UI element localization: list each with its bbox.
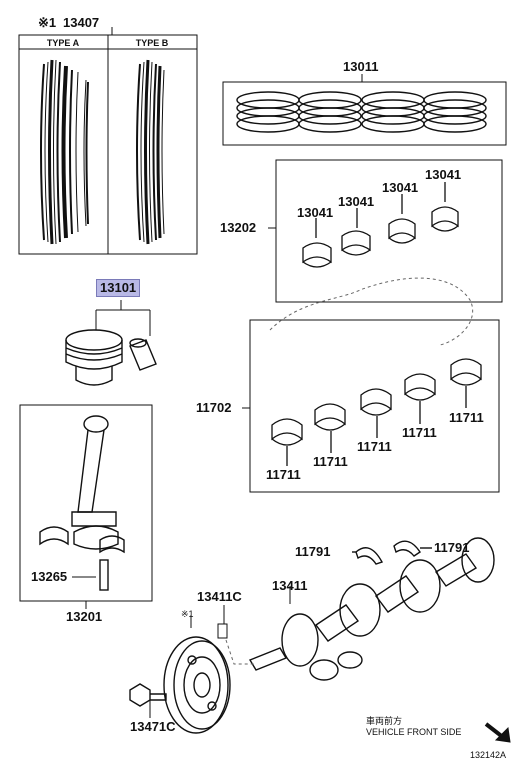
crankshaft-drawing — [248, 537, 495, 681]
crankshaft-label[interactable]: 13411 — [272, 578, 308, 593]
thrust-washer-right-label[interactable]: 11791 — [434, 540, 470, 555]
pin-label[interactable]: 13411C — [197, 589, 242, 604]
piston-ring-set-box — [222, 81, 507, 146]
conrod-bearing-drawings — [302, 182, 459, 268]
ring-type-b-drawing — [136, 59, 165, 245]
main-bearing-label-4[interactable]: 11711 — [402, 425, 437, 440]
main-bearing-label-3[interactable]: 11711 — [357, 439, 392, 454]
vehicle-front-en: VEHICLE FRONT SIDE — [366, 727, 462, 737]
piston-label[interactable]: 13101 — [96, 279, 141, 297]
conrod-bearing-label-1[interactable]: 13041 — [297, 205, 334, 220]
type-a-header: TYPE A — [46, 38, 80, 48]
pulley-bolt-drawing — [129, 683, 167, 707]
ring-set-type-label[interactable]: 13407 — [63, 15, 100, 30]
main-bearing-label-5[interactable]: 11711 — [449, 410, 484, 425]
type-b-header: TYPE B — [135, 38, 169, 48]
piston-ring-set-label[interactable]: 13011 — [343, 59, 379, 74]
ring-set-type-note: ※1 — [38, 15, 57, 30]
pin-drawing — [217, 623, 228, 639]
conrod-assy-label[interactable]: 13201 — [66, 609, 103, 624]
conrod-bearing-label-3[interactable]: 13041 — [382, 180, 419, 195]
main-bearing-label-1[interactable]: 11711 — [266, 467, 301, 482]
bearing-set-upper-label[interactable]: 13202 — [220, 220, 257, 235]
thrust-washer-left-label[interactable]: 11791 — [295, 544, 331, 559]
main-bearing-label-2[interactable]: 11711 — [313, 454, 348, 469]
conrod-bearing-label-4[interactable]: 13041 — [425, 167, 462, 182]
pulley-drawing — [163, 636, 231, 734]
crankshaft-ghost-outline — [269, 277, 474, 346]
ring-type-a-drawing — [40, 59, 89, 245]
figure-id: 132142A — [470, 750, 507, 760]
piston-drawing — [65, 329, 157, 386]
conrod-bolt-label[interactable]: 13265 — [31, 569, 68, 584]
thrust-washer-drawings — [352, 540, 432, 565]
pulley-bolt-label[interactable]: 13471C — [130, 719, 176, 734]
main-bearing-set-label[interactable]: 11702 — [196, 400, 232, 415]
conrod-drawing — [39, 415, 125, 591]
piston-ring-drawings — [236, 91, 487, 133]
main-bearing-box — [249, 319, 500, 493]
vehicle-front-jp: 車両前方 — [366, 716, 403, 726]
pulley-note: ※1 — [181, 609, 194, 619]
conrod-bearing-label-2[interactable]: 13041 — [338, 194, 375, 209]
main-bearing-drawings — [271, 358, 482, 466]
conrod-bearing-box — [275, 159, 503, 303]
